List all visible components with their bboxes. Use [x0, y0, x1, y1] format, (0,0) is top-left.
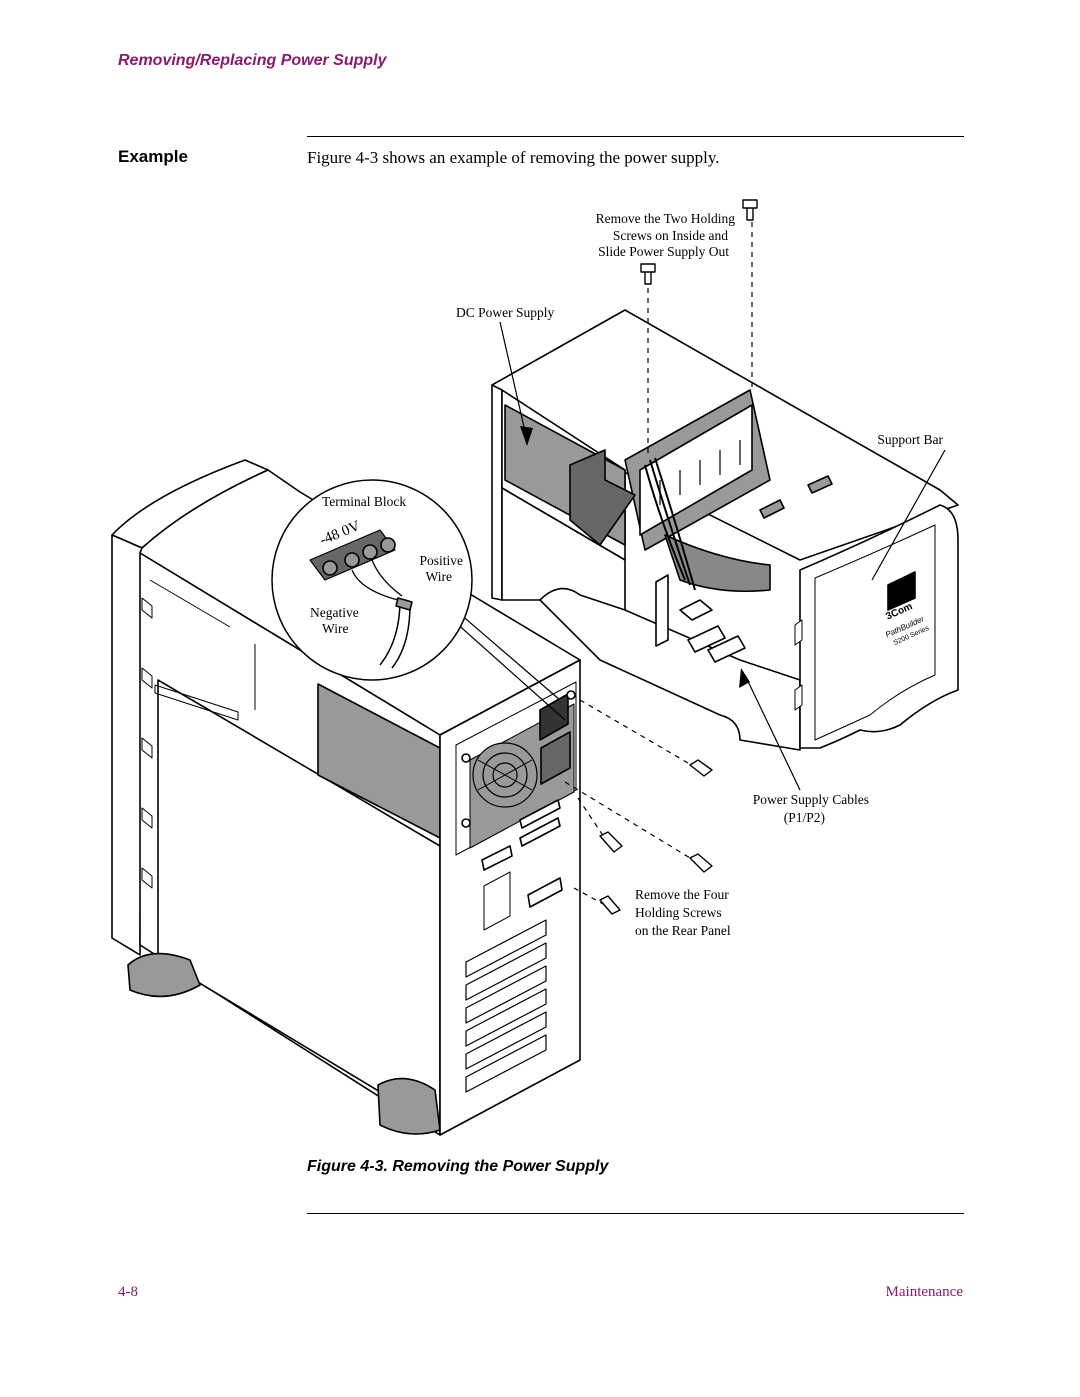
side-heading: Example: [118, 147, 188, 166]
holding-screws-label-3: Slide Power Supply Out: [598, 244, 729, 259]
chapter-name: Maintenance: [885, 1284, 963, 1300]
dc-power-supply-label: DC Power Supply: [456, 305, 555, 320]
positive-wire-label-2: Wire: [426, 569, 452, 584]
holding-screws-label-1: Remove the Two Holding: [596, 211, 736, 226]
top-rule: [307, 136, 964, 137]
chassis-open-view: [491, 309, 959, 751]
tower-rear-panel: [439, 659, 581, 1136]
negative-wire-label-2: Wire: [322, 621, 348, 636]
holding-screws-label-2: Screws on Inside and: [613, 228, 728, 243]
negative-wire-label-1: Negative: [310, 605, 359, 620]
body-paragraph: Figure 4-3 shows an example of removing …: [307, 148, 720, 167]
terminal-block-label: Terminal Block: [322, 494, 406, 509]
screw-icon: [599, 199, 758, 915]
rear-screws-label-1: Remove the Four: [635, 887, 729, 902]
rear-screws-label-2: Holding Screws: [635, 905, 722, 920]
page-number: 4-8: [118, 1284, 138, 1300]
cables-label-2: (P1/P2): [784, 810, 825, 825]
terminal-block-detail: [271, 479, 473, 681]
running-title: Removing/Replacing Power Supply: [118, 52, 387, 69]
positive-wire-label-1: Positive: [419, 553, 463, 568]
support-bar-label: Support Bar: [877, 432, 943, 447]
figure-caption: Figure 4-3. Removing the Power Supply: [307, 1158, 609, 1175]
rear-screws-label-3: on the Rear Panel: [635, 923, 731, 938]
cables-label-1: Power Supply Cables: [753, 792, 869, 807]
bottom-rule: [307, 1213, 964, 1214]
